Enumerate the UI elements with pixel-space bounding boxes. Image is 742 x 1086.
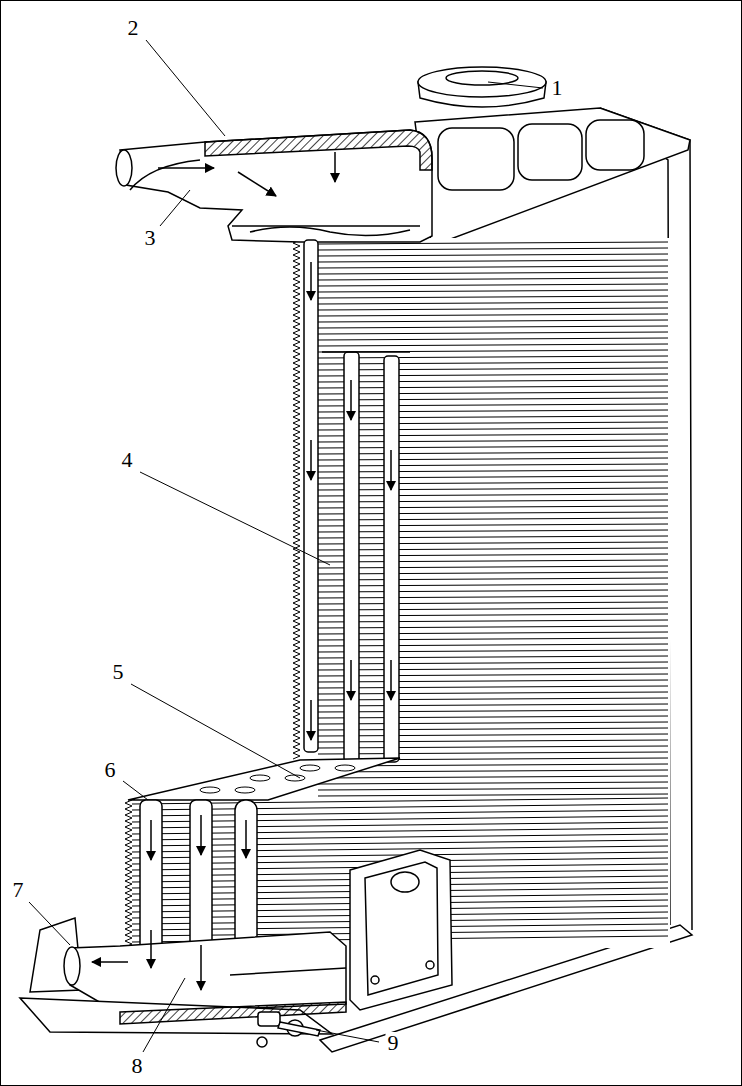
- callout-number: 3: [143, 227, 158, 249]
- callout-number: 2: [126, 17, 141, 39]
- callout-number: 5: [111, 661, 126, 683]
- callout-number: 9: [386, 1032, 401, 1054]
- lower-tank-section: [20, 918, 346, 1034]
- callout-number: 8: [130, 1055, 145, 1077]
- upper-tubes: [304, 240, 410, 762]
- flow-arrows: [92, 152, 391, 990]
- callout-number: 7: [11, 879, 26, 901]
- core-ground: [300, 238, 670, 803]
- tube-plate: [128, 758, 400, 800]
- mounting-bracket: [350, 850, 452, 1010]
- drain-tap: [257, 1012, 320, 1047]
- callout-number: 6: [103, 759, 118, 781]
- top-tank: [415, 108, 690, 246]
- callout-number: 4: [120, 449, 135, 471]
- upper-tank-section: [116, 130, 432, 242]
- callout-number: 1: [550, 77, 565, 99]
- filler-cap: [418, 67, 546, 107]
- leader-lines: [29, 40, 543, 1052]
